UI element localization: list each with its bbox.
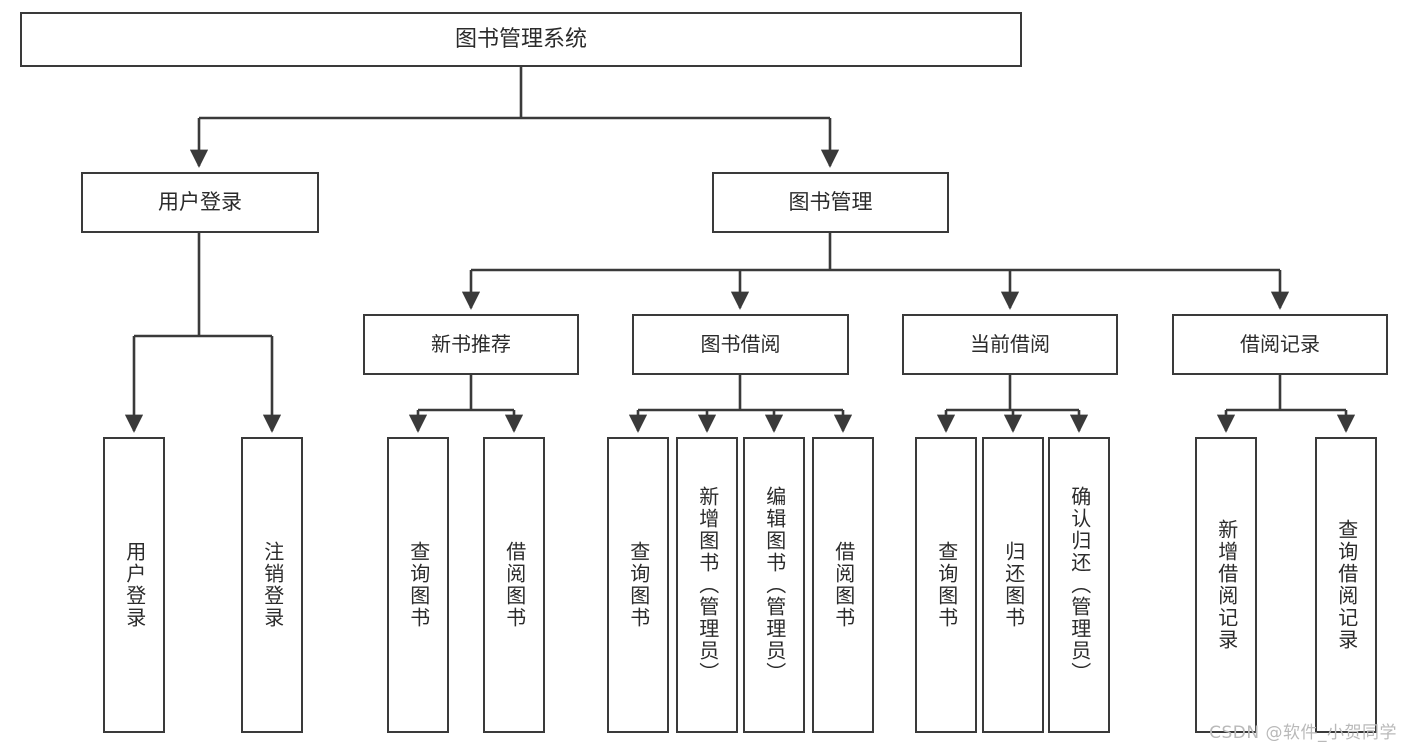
node-level2-2-label: 图书借阅 xyxy=(700,331,781,356)
node-level1-2-label: 图书管理 xyxy=(788,190,873,215)
node-leaf-5-label: 查询图书 xyxy=(626,541,651,629)
node-leaf-4-label: 借阅图书 xyxy=(502,541,527,629)
node-leaf-2[interactable]: 注销登录 xyxy=(241,437,303,733)
node-leaf-9-label: 查询图书 xyxy=(934,541,959,629)
node-leaf-12-label: 新增借阅记录 xyxy=(1214,519,1239,651)
node-leaf-3-label: 查询图书 xyxy=(406,541,431,629)
node-root[interactable]: 图书管理系统 xyxy=(20,12,1022,67)
node-level2-3[interactable]: 当前借阅 xyxy=(902,314,1118,375)
node-leaf-8[interactable]: 借阅图书 xyxy=(812,437,874,733)
node-leaf-4[interactable]: 借阅图书 xyxy=(483,437,545,733)
node-leaf-11-label: 确认归还（管理员） xyxy=(1067,486,1092,684)
node-leaf-13-label: 查询借阅记录 xyxy=(1334,519,1359,651)
node-leaf-10-label: 归还图书 xyxy=(1001,541,1026,629)
watermark: CSDN @软件_小贺同学 xyxy=(1209,723,1397,743)
node-level1-2[interactable]: 图书管理 xyxy=(712,172,949,233)
node-leaf-3[interactable]: 查询图书 xyxy=(387,437,449,733)
node-leaf-8-label: 借阅图书 xyxy=(831,541,856,629)
node-leaf-7-label: 编辑图书（管理员） xyxy=(762,486,787,684)
node-leaf-7[interactable]: 编辑图书（管理员） xyxy=(743,437,805,733)
node-leaf-1[interactable]: 用户登录 xyxy=(103,437,165,733)
node-leaf-1-label: 用户登录 xyxy=(122,541,147,629)
node-level2-1[interactable]: 新书推荐 xyxy=(363,314,579,375)
node-leaf-5[interactable]: 查询图书 xyxy=(607,437,669,733)
node-level2-2[interactable]: 图书借阅 xyxy=(632,314,849,375)
node-leaf-6-label: 新增图书（管理员） xyxy=(695,486,720,684)
node-leaf-9[interactable]: 查询图书 xyxy=(915,437,977,733)
node-leaf-12[interactable]: 新增借阅记录 xyxy=(1195,437,1257,733)
node-leaf-6[interactable]: 新增图书（管理员） xyxy=(676,437,738,733)
node-level1-1-label: 用户登录 xyxy=(158,190,242,215)
node-leaf-10[interactable]: 归还图书 xyxy=(982,437,1044,733)
node-level2-3-label: 当前借阅 xyxy=(970,331,1050,356)
node-level2-4-label: 借阅记录 xyxy=(1240,331,1320,356)
node-level1-1[interactable]: 用户登录 xyxy=(81,172,319,233)
node-root-label: 图书管理系统 xyxy=(454,26,587,52)
node-level2-1-label: 新书推荐 xyxy=(431,331,511,356)
node-leaf-2-label: 注销登录 xyxy=(260,541,285,629)
node-leaf-13[interactable]: 查询借阅记录 xyxy=(1315,437,1377,733)
node-level2-4[interactable]: 借阅记录 xyxy=(1172,314,1388,375)
node-leaf-11[interactable]: 确认归还（管理员） xyxy=(1048,437,1110,733)
